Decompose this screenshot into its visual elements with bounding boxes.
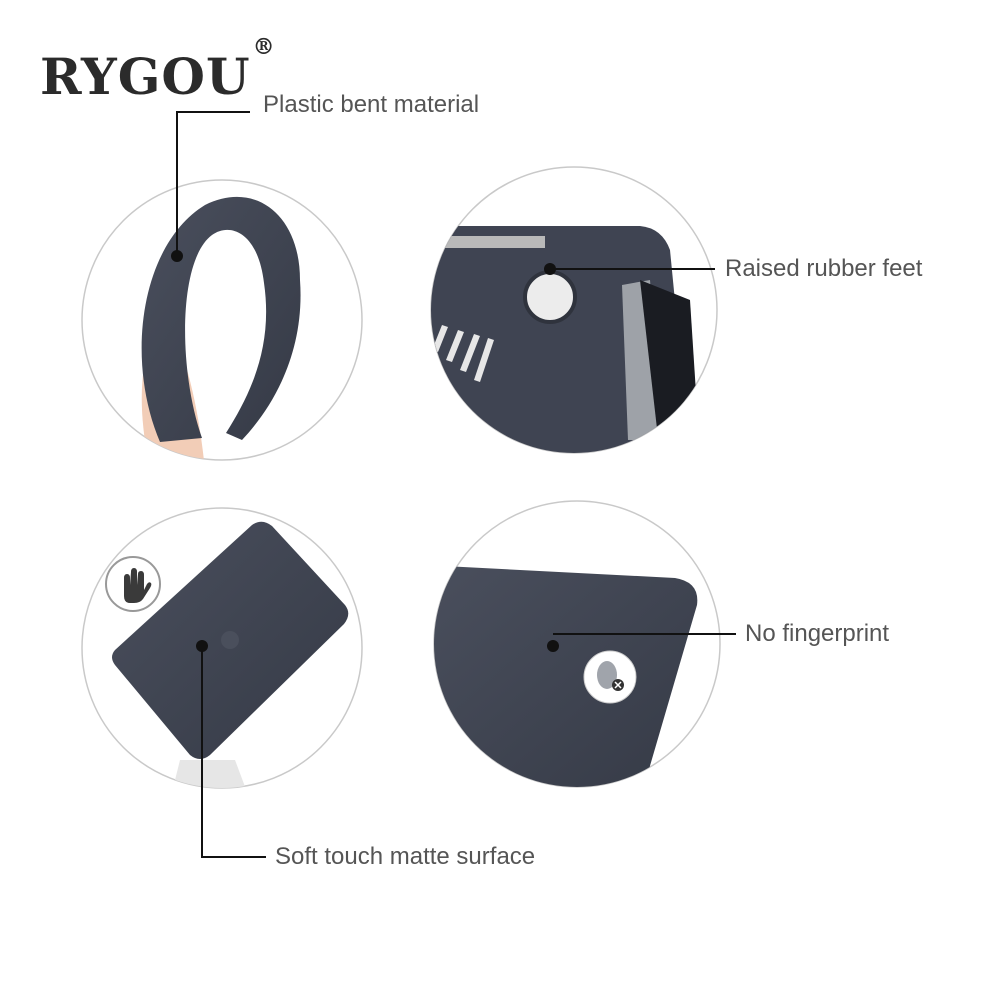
brand-name: RYGOU — [40, 47, 251, 106]
stand-reflection — [170, 760, 250, 788]
no-symbol-cross — [614, 681, 622, 689]
registered-mark: ® — [252, 34, 276, 61]
brand-logo: RYGOU® — [40, 36, 276, 102]
hand-touch-icon — [124, 568, 152, 603]
label-raised-rubber-feet: Raised rubber feet — [725, 255, 923, 282]
vent-slots — [432, 325, 494, 382]
callout-lines — [176, 111, 736, 858]
label-soft-touch-matte-surface: Soft touch matte surface — [275, 843, 536, 870]
label-no-fingerprint: No fingerprint — [745, 620, 890, 647]
matte-surface-illustration — [81, 507, 363, 789]
bent-material-illustration — [81, 179, 363, 461]
case-bottom-shape — [431, 226, 690, 453]
apple-logo-icon — [221, 631, 239, 649]
rubber-feet-illustration — [430, 166, 718, 454]
rubber-foot-icon — [523, 270, 577, 324]
callout-dots — [171, 250, 559, 652]
fingerprint-icon — [597, 661, 617, 689]
case-surface-shape — [434, 565, 698, 787]
no-fingerprint-illustration — [433, 500, 721, 788]
label-plastic-bent-material: Plastic bent material — [263, 91, 480, 118]
hinge-strip — [445, 236, 545, 248]
